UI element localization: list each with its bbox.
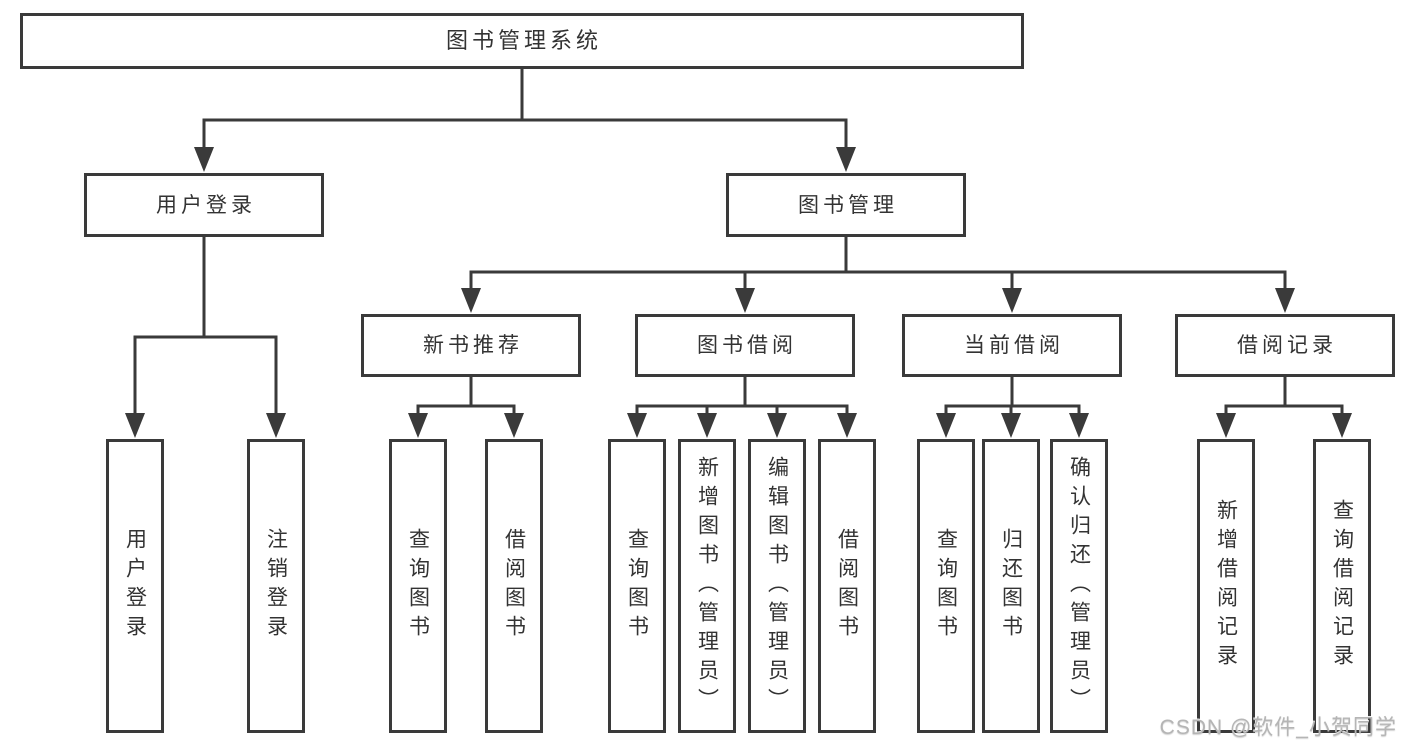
leaf-logout-label: 注销登录 [264, 528, 288, 644]
node-book-borrow: 图书借阅 [635, 314, 855, 377]
leaf-query-borrow-record-label: 查询借阅记录 [1330, 499, 1354, 673]
arrowheads [125, 147, 1352, 438]
node-new-book-recommend: 新书推荐 [361, 314, 581, 377]
leaf-add-borrow-record-label: 新增借阅记录 [1214, 499, 1238, 673]
node-book-management-label: 图书管理 [798, 193, 898, 217]
node-user-login: 用户登录 [84, 173, 324, 237]
leaf-user-login-label: 用户登录 [123, 528, 147, 644]
leaf-return-book-label: 归还图书 [999, 528, 1023, 644]
leaf-edit-book-admin: 编辑图书（管理员） [748, 439, 806, 733]
node-book-management: 图书管理 [726, 173, 966, 237]
node-book-borrow-label: 图书借阅 [697, 334, 797, 357]
watermark-text: CSDN @软件_小贺同学 [1159, 716, 1397, 739]
leaf-query-borrow-record: 查询借阅记录 [1313, 439, 1371, 733]
leaf-query-books-recommend: 查询图书 [389, 439, 447, 733]
node-root: 图书管理系统 [20, 13, 1024, 69]
leaf-confirm-return-admin: 确认归还（管理员） [1050, 439, 1108, 733]
leaf-logout: 注销登录 [247, 439, 305, 733]
node-new-book-recommend-label: 新书推荐 [423, 334, 523, 357]
leaf-query-books-borrow: 查询图书 [608, 439, 666, 733]
leaf-borrow-books-borrow: 借阅图书 [818, 439, 876, 733]
node-current-borrow-label: 当前借阅 [964, 334, 1064, 357]
leaf-return-book: 归还图书 [982, 439, 1040, 733]
leaf-add-book-admin: 新增图书（管理员） [678, 439, 736, 733]
node-borrow-records-label: 借阅记录 [1237, 334, 1337, 357]
leaf-borrow-books-borrow-label: 借阅图书 [835, 528, 859, 644]
node-borrow-records: 借阅记录 [1175, 314, 1395, 377]
leaf-borrow-books-recommend-label: 借阅图书 [502, 528, 526, 644]
node-root-label: 图书管理系统 [445, 28, 602, 53]
node-user-login-label: 用户登录 [156, 193, 256, 217]
leaf-user-login: 用户登录 [106, 439, 164, 733]
leaf-add-borrow-record: 新增借阅记录 [1197, 439, 1255, 733]
leaf-query-books-current: 查询图书 [917, 439, 975, 733]
leaf-borrow-books-recommend: 借阅图书 [485, 439, 543, 733]
leaf-query-books-borrow-label: 查询图书 [625, 528, 649, 644]
leaf-query-books-recommend-label: 查询图书 [406, 528, 430, 644]
leaf-query-books-current-label: 查询图书 [934, 528, 958, 644]
node-current-borrow: 当前借阅 [902, 314, 1122, 377]
leaf-add-book-admin-label: 新增图书（管理员） [695, 455, 719, 717]
leaf-confirm-return-admin-label: 确认归还（管理员） [1067, 455, 1091, 717]
leaf-edit-book-admin-label: 编辑图书（管理员） [765, 455, 789, 717]
